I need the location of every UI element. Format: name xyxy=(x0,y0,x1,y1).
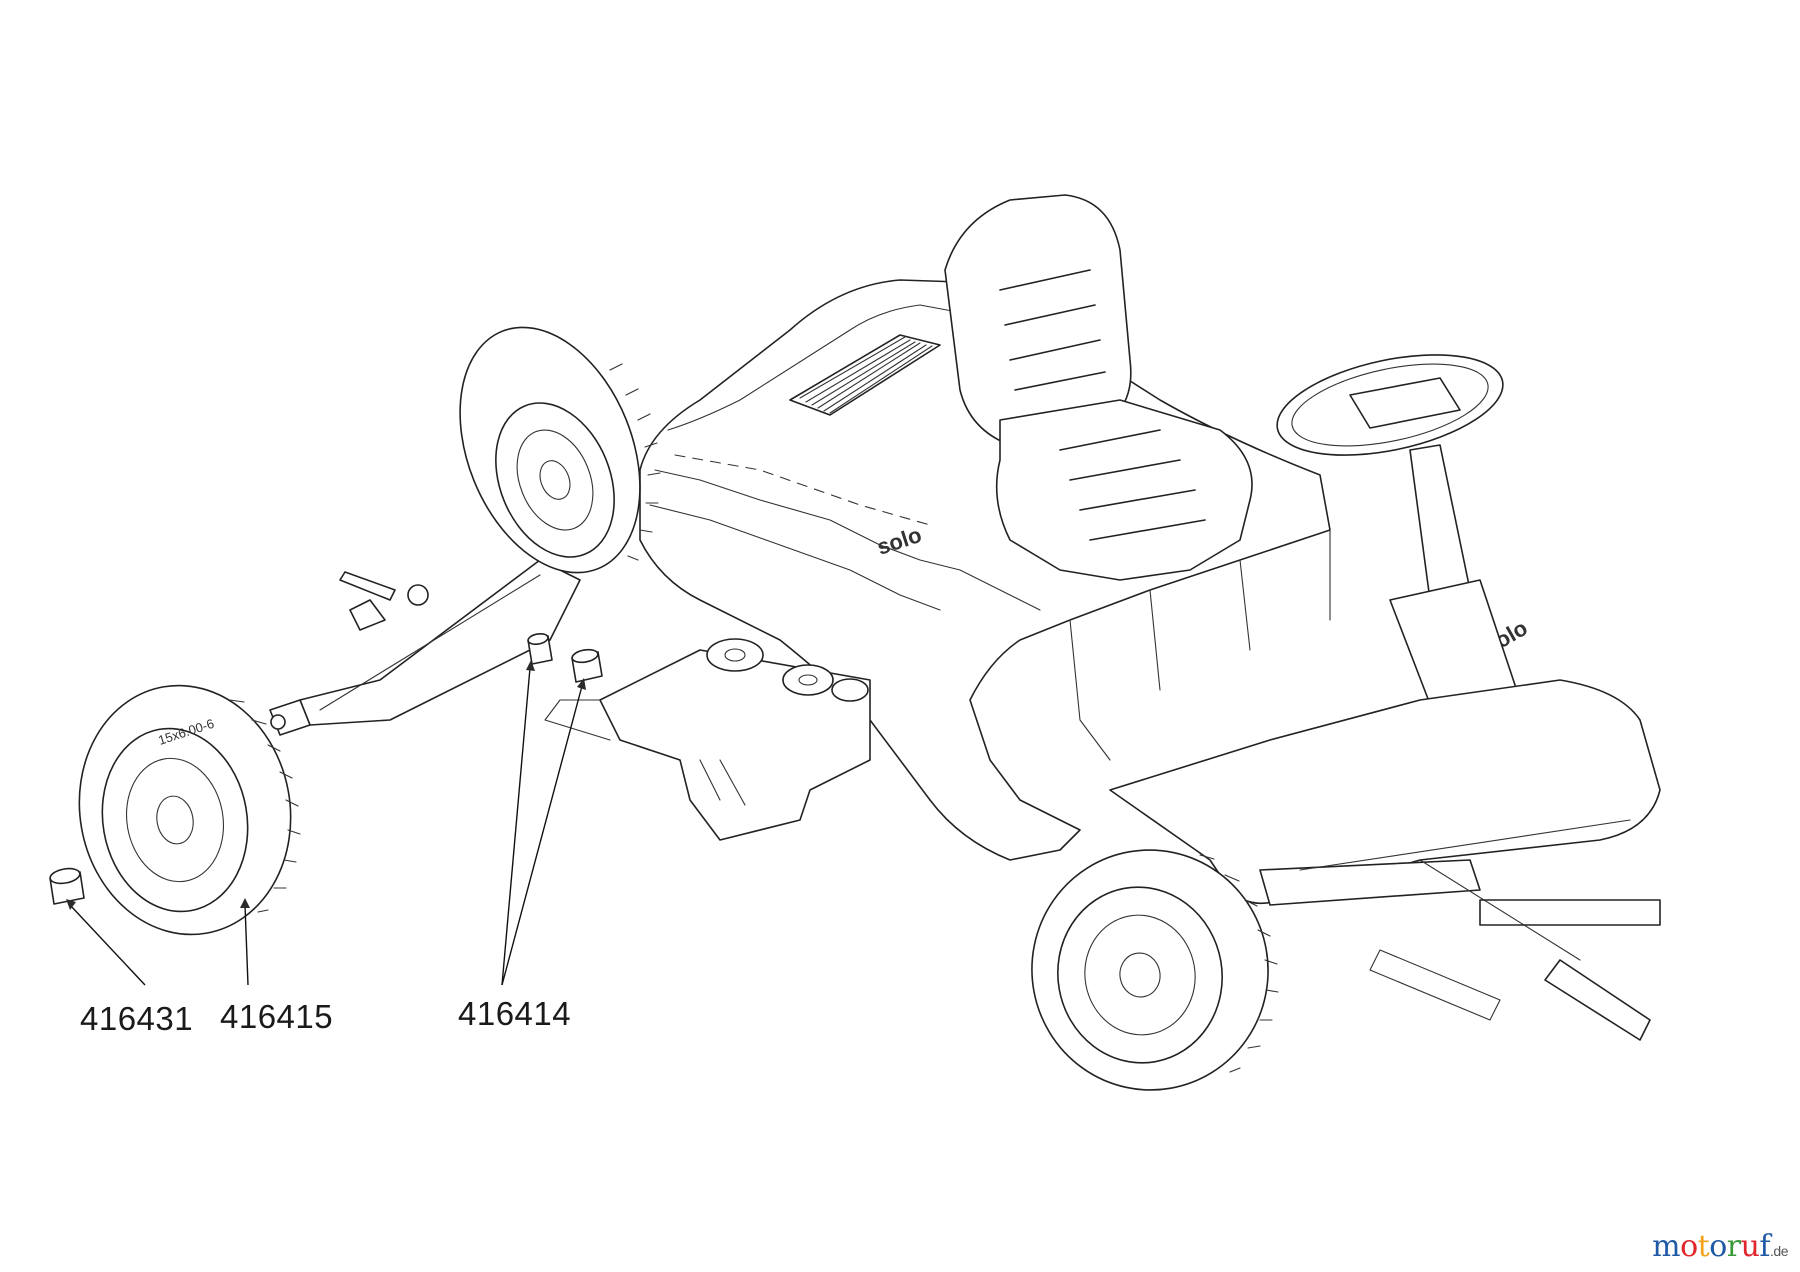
motoruf-watermark-logo: motoruf.de xyxy=(1652,1229,1788,1264)
watermark-letter: o xyxy=(1680,1229,1698,1264)
deck-pulley-plate xyxy=(544,638,871,841)
leader-lines xyxy=(66,660,586,986)
front-axle-arm xyxy=(269,559,581,736)
watermark-letter: m xyxy=(1652,1229,1681,1264)
watermark-letters: motoruf xyxy=(1652,1229,1770,1264)
part-number-416414: 416414 xyxy=(458,995,572,1032)
part-number-416431: 416431 xyxy=(80,1000,194,1037)
watermark-letter: t xyxy=(1697,1229,1710,1264)
part-number-416415: 416415 xyxy=(220,998,334,1035)
bushing-icon xyxy=(571,648,603,683)
watermark-suffix: .de xyxy=(1770,1243,1788,1259)
watermark-letter: o xyxy=(1709,1229,1727,1264)
wheel-icon xyxy=(459,326,661,574)
steering-wheel-icon xyxy=(1276,354,1521,731)
bushing-icon xyxy=(49,867,85,905)
wheel-icon: 15x6.00-6 xyxy=(78,684,301,936)
rear-frame xyxy=(1109,679,1661,1041)
watermark-letter: f xyxy=(1759,1229,1771,1264)
seat-icon xyxy=(944,194,1253,581)
wheel-icon xyxy=(1031,849,1279,1091)
watermark-letter: u xyxy=(1740,1229,1760,1264)
watermark-letter: r xyxy=(1726,1229,1741,1264)
bushing-icon xyxy=(527,632,553,665)
